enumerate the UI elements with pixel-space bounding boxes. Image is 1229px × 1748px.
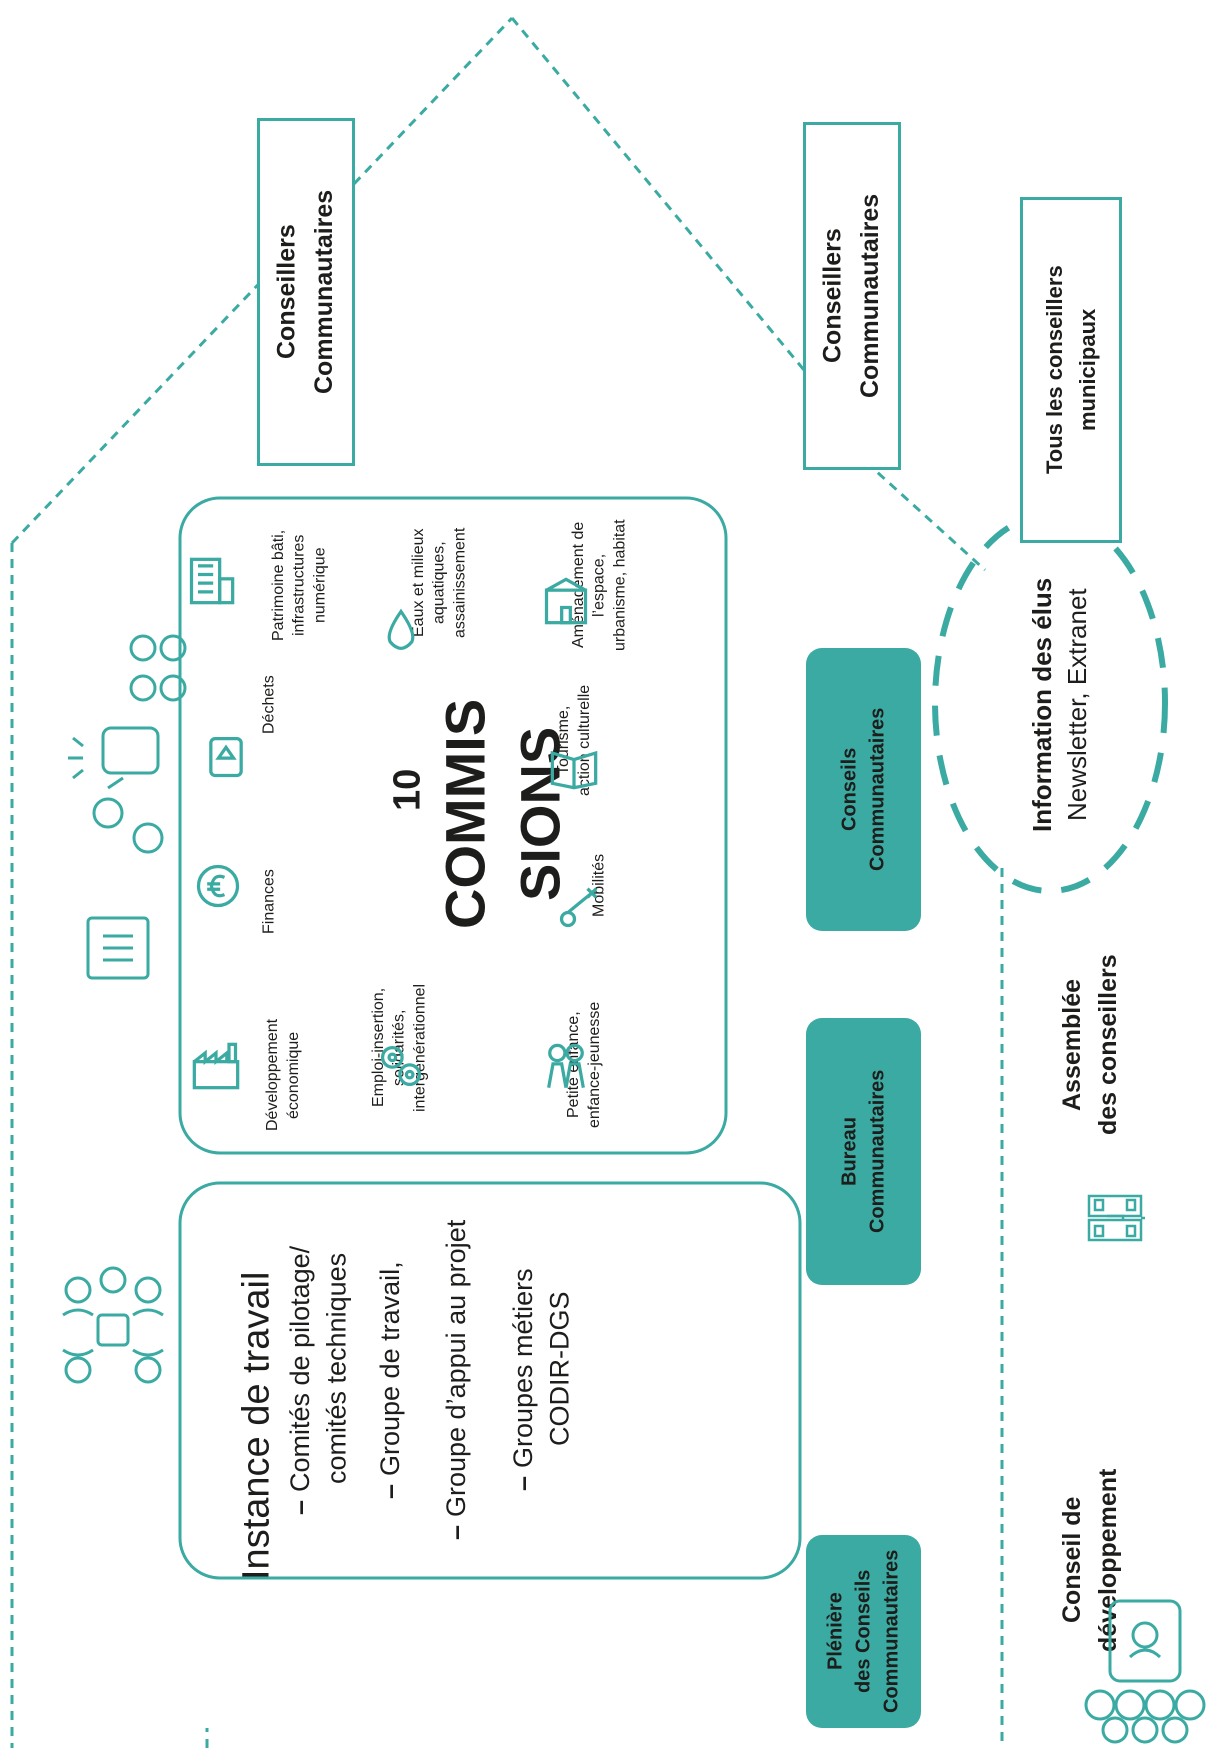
- instance-item: – Groupe d’appui au projet: [438, 1180, 478, 1580]
- instance-item-dash: –: [508, 1476, 538, 1492]
- factory-icon: [192, 1042, 240, 1090]
- recycling-bin-icon: [209, 737, 243, 778]
- instance-item-text: Groupe de travail,: [375, 1261, 405, 1476]
- tous-conseillers-box: Tous les conseillers municipaux: [1020, 197, 1122, 543]
- commission-label: Développement économique: [264, 1018, 302, 1132]
- bureau-box: Bureau Communautaires: [806, 1018, 921, 1285]
- instance-panel: [178, 1181, 802, 1580]
- open-book-icon: [550, 750, 598, 790]
- water-drop-icon: [387, 608, 415, 650]
- instance-item-dash: –: [375, 1483, 405, 1499]
- information-title: Information des élus: [1026, 577, 1057, 833]
- commission-label: Finances: [260, 869, 278, 935]
- buildings-icon: [189, 557, 235, 605]
- information-text: Information des élus Newsletter, Extrane…: [1020, 560, 1100, 850]
- conseillers-box-left: Conseillers Communautaires: [257, 118, 355, 466]
- commissions-panel: [178, 496, 728, 1155]
- roof-left-line: [10, 16, 514, 545]
- euro-coin-icon: [196, 864, 240, 908]
- conseillers-box-right: Conseillers Communautaires: [803, 122, 901, 470]
- assemblee-label: Assemblée des conseillers: [1057, 954, 1122, 1136]
- pleniere-box: Plénière des Conseils Communautaires: [806, 1535, 921, 1728]
- instance-item-text: Comités de pilotage/ comités techniques: [285, 1245, 352, 1492]
- instance-item-dash: –: [285, 1499, 315, 1515]
- instance-title: Instance de travail: [235, 1271, 278, 1580]
- town-hall-icon: [544, 577, 588, 625]
- roof-right-line: [510, 17, 806, 371]
- instance-item: – Groupes métiers CODIR-DGS: [505, 1180, 585, 1580]
- commissions-number: 10: [386, 768, 429, 812]
- instance-item-dash: –: [441, 1525, 471, 1541]
- commissions-line1: COMMIS: [433, 698, 497, 930]
- group-crowd-icon: [1084, 1599, 1206, 1744]
- school-building-icon: [1087, 1194, 1145, 1242]
- children-icon: [547, 1043, 585, 1088]
- roof-lower-line: [864, 460, 987, 572]
- instance-item-text: Groupe d’appui au projet: [441, 1219, 471, 1518]
- gears-people-icon: [380, 1045, 422, 1087]
- route-pin-icon: [559, 887, 598, 928]
- commission-label: Patrimoine bâti, infrastructures numériq…: [269, 529, 329, 641]
- instance-item: – Comités de pilotage/ comités techniques: [282, 1180, 362, 1580]
- instance-item-text: Groupes métiers CODIR-DGS: [508, 1268, 575, 1469]
- information-sub: Newsletter, Extranet: [1062, 588, 1092, 822]
- conseils-box: Conseils Communautaires: [806, 648, 921, 931]
- instance-item: – Groupe de travail,: [372, 1180, 412, 1580]
- people-collaboration-icon: [62, 1266, 164, 1384]
- meeting-people-icon: [68, 634, 187, 980]
